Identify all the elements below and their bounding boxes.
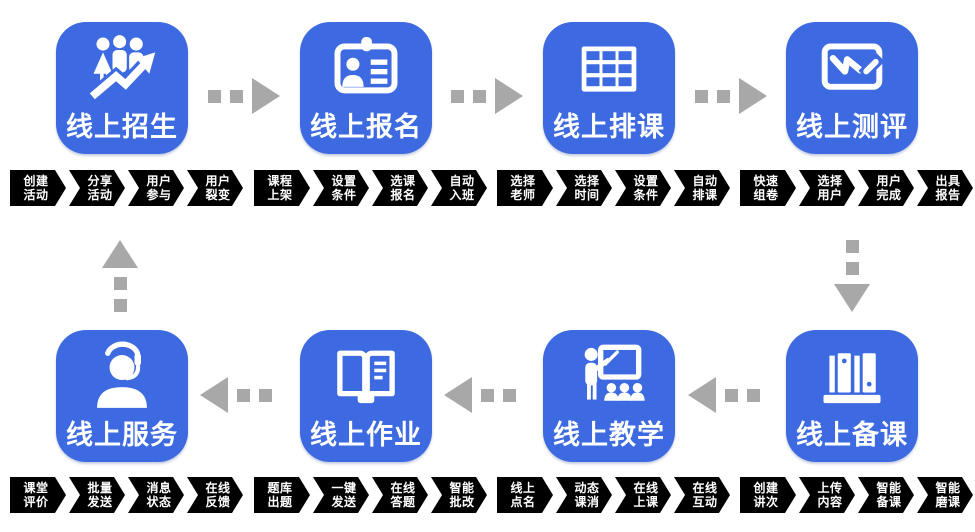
step-chevron: 在线答题 [372, 477, 428, 513]
step-chevron: 在线反馈 [187, 477, 243, 513]
step-chevron: 智能批改 [431, 477, 487, 513]
dotted-arrow-down-icon [834, 240, 870, 312]
module-title: 线上测评 [796, 112, 908, 142]
timetable-grid-icon [571, 24, 647, 114]
tile-online-scheduling: 线上排课 [543, 22, 675, 154]
dotted-arrow-left-icon [444, 377, 516, 413]
step-chevron: 一键发送 [313, 477, 369, 513]
step-chevron: 智能磨课 [917, 477, 973, 513]
open-book-icon [328, 332, 404, 422]
id-card-icon [328, 24, 404, 114]
step-chevron: 用户完成 [858, 170, 914, 206]
module-title: 线上教学 [553, 420, 665, 450]
tile-online-lesson-prep: 线上备课 [786, 330, 918, 462]
step-chevron: 选择用户 [799, 170, 855, 206]
people-growth-icon [84, 24, 160, 114]
step-chevron: 选择老师 [497, 170, 553, 206]
tile-online-teaching: 线上教学 [543, 330, 675, 462]
support-headset-icon [84, 332, 160, 422]
dotted-arrow-left-icon [688, 377, 760, 413]
bookshelf-icon [814, 332, 890, 422]
module-title: 线上作业 [310, 420, 422, 450]
step-chevron: 课堂评价 [10, 477, 66, 513]
step-chevron: 设置条件 [615, 170, 671, 206]
step-chevron: 在线互动 [674, 477, 730, 513]
step-chevron: 上传内容 [799, 477, 855, 513]
step-chevron: 线上点名 [497, 477, 553, 513]
tile-online-registration: 线上报名 [300, 22, 432, 154]
dotted-arrow-left-icon [200, 377, 272, 413]
step-chevron: 自动排课 [674, 170, 730, 206]
dotted-arrow-right-icon [208, 78, 280, 114]
module-title: 线上备课 [796, 420, 908, 450]
steps-ribbon-online-teaching: 线上点名 动态课消 在线上课 在线互动 [497, 477, 730, 513]
step-chevron: 智能备课 [858, 477, 914, 513]
step-chevron: 自动入班 [431, 170, 487, 206]
step-chevron: 批量发送 [69, 477, 125, 513]
step-chevron: 创建活动 [10, 170, 66, 206]
step-chevron: 动态课消 [556, 477, 612, 513]
step-chevron: 设置条件 [313, 170, 369, 206]
step-chevron: 用户裂变 [187, 170, 243, 206]
teacher-blackboard-icon [571, 332, 647, 422]
step-chevron: 分享活动 [69, 170, 125, 206]
module-title: 线上服务 [66, 420, 178, 450]
step-chevron: 用户参与 [128, 170, 184, 206]
step-chevron: 选课报名 [372, 170, 428, 206]
dotted-arrow-right-icon [695, 78, 767, 114]
steps-ribbon-online-scheduling: 选择老师 选择时间 设置条件 自动排课 [497, 170, 730, 206]
step-chevron: 出具报告 [917, 170, 973, 206]
tile-online-service: 线上服务 [56, 330, 188, 462]
module-title: 线上排课 [553, 112, 665, 142]
step-chevron: 在线上课 [615, 477, 671, 513]
step-chevron: 消息状态 [128, 477, 184, 513]
dotted-arrow-up-icon [102, 240, 138, 312]
step-chevron: 创建讲次 [740, 477, 796, 513]
steps-ribbon-online-assessment: 快速组卷 选择用户 用户完成 出具报告 [740, 170, 973, 206]
module-title: 线上招生 [66, 112, 178, 142]
steps-ribbon-online-lesson-prep: 创建讲次 上传内容 智能备课 智能磨课 [740, 477, 973, 513]
step-chevron: 选择时间 [556, 170, 612, 206]
steps-ribbon-online-service: 课堂评价 批量发送 消息状态 在线反馈 [10, 477, 243, 513]
tile-online-assessment: 线上测评 [786, 22, 918, 154]
steps-ribbon-online-recruitment: 创建活动 分享活动 用户参与 用户裂变 [10, 170, 243, 206]
tablet-pen-icon [814, 24, 890, 114]
step-chevron: 课程上架 [254, 170, 310, 206]
steps-ribbon-online-homework: 题库出题 一键发送 在线答题 智能批改 [254, 477, 487, 513]
dotted-arrow-right-icon [451, 78, 523, 114]
tile-online-homework: 线上作业 [300, 330, 432, 462]
tile-online-recruitment: 线上招生 [56, 22, 188, 154]
steps-ribbon-online-registration: 课程上架 设置条件 选课报名 自动入班 [254, 170, 487, 206]
step-chevron: 快速组卷 [740, 170, 796, 206]
step-chevron: 题库出题 [254, 477, 310, 513]
module-title: 线上报名 [310, 112, 422, 142]
